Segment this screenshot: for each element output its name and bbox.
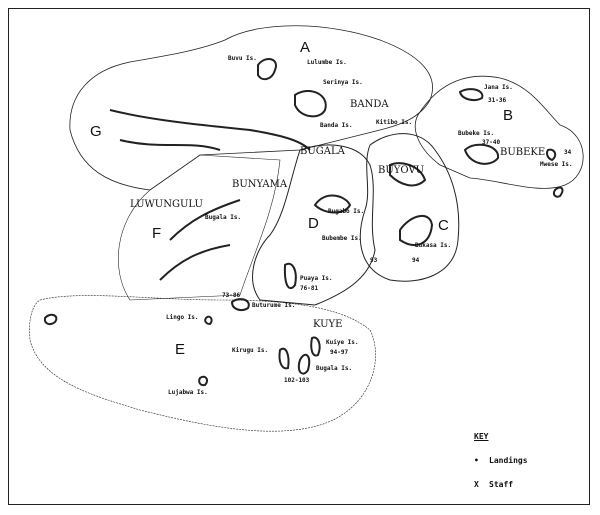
region-banda: BANDA xyxy=(350,99,389,110)
island-jana xyxy=(458,88,484,101)
zone-label-c: C xyxy=(438,217,449,234)
label-buturume: Buturume Is. xyxy=(252,302,296,309)
label-bubembe: Bubembe Is. xyxy=(322,235,362,242)
label-mwese: Mwese Is. xyxy=(540,161,573,168)
key-landing-symbol: • xyxy=(474,456,479,465)
map-border xyxy=(8,8,590,505)
island-lujabwa xyxy=(198,375,209,387)
label-bugala-e-range: 102-103 xyxy=(284,377,310,384)
label-bukasa-n2: 94 xyxy=(412,257,420,264)
key-staff-symbol: X xyxy=(474,480,479,489)
zone-c-boundary xyxy=(359,133,460,282)
island-buturume xyxy=(230,298,250,311)
label-lingo: Lingo Is. xyxy=(166,314,199,321)
island-bubeke xyxy=(463,143,500,165)
region-bunyama: BUNYAMA xyxy=(232,179,288,190)
zone-label-a: A xyxy=(300,39,311,56)
label-kuiye: Kuiye Is. xyxy=(326,339,359,346)
key-staff: Staff xyxy=(489,480,514,489)
region-bugala: BUGALA xyxy=(300,146,345,157)
island-west xyxy=(43,313,58,326)
island-bugala-e xyxy=(297,353,311,375)
island-outlines xyxy=(43,58,564,387)
label-bukasa: Bukasa Is. xyxy=(415,242,452,249)
zone-b-boundary xyxy=(414,75,584,189)
region-buyovu: BUYOVU xyxy=(378,165,425,176)
label-lujabwa: Lujabwa Is. xyxy=(168,389,208,396)
label-puaya-range: 76-81 xyxy=(300,285,319,292)
label-lulumbe: Lulumbe Is. xyxy=(307,59,347,66)
label-mwese-num: 34 xyxy=(564,149,572,156)
island-kuiye xyxy=(310,336,321,357)
island-lingo xyxy=(204,315,213,326)
label-bugabo: Bugabo Is. xyxy=(328,208,365,215)
label-bukasa-n1: 93 xyxy=(370,257,378,264)
label-bubeke: Bubeke Is. xyxy=(458,130,495,137)
island-serinya xyxy=(294,90,327,118)
label-bugala-e: Bugala Is. xyxy=(316,365,353,372)
label-kitibo: Kitibo Is. xyxy=(376,119,413,126)
island-puaya xyxy=(283,262,297,290)
zone-d-boundary xyxy=(252,144,376,306)
island-mwese xyxy=(546,148,557,162)
zone-label-f: F xyxy=(152,225,162,242)
region-bubeke: BUBEKE xyxy=(500,147,546,158)
island-bukasa xyxy=(399,215,434,246)
zone-label-b: B xyxy=(503,107,514,124)
label-bugala-is: Bugala Is. xyxy=(205,214,242,221)
island-east xyxy=(552,186,564,198)
key-title: KEY xyxy=(474,432,489,441)
label-jana-range: 31-36 xyxy=(488,97,507,104)
label-jana: Jana Is. xyxy=(484,84,513,91)
zone-label-e: E xyxy=(175,341,186,358)
zone-label-g: G xyxy=(90,123,102,140)
key-landings: Landings xyxy=(489,456,528,465)
label-buvu: Buvu Is. xyxy=(228,55,257,62)
zone-label-d: D xyxy=(308,215,319,232)
island-bugabo xyxy=(313,194,352,214)
region-kuye: KUYE xyxy=(313,319,343,330)
island-kirugu xyxy=(278,347,290,370)
island-bugala-main xyxy=(109,109,311,281)
label-puaya: Puaya Is. xyxy=(300,275,333,282)
island-buvu xyxy=(257,58,277,81)
label-bubeke-range: 37-40 xyxy=(482,139,501,146)
island-buyovu xyxy=(389,162,427,187)
label-kuiye-range: 94-97 xyxy=(330,349,349,356)
region-luwungulu: LUWUNGULU xyxy=(130,199,203,210)
label-buturume-range: 73-86 xyxy=(222,292,241,299)
label-banda-is: Banda Is. xyxy=(320,122,353,129)
zone-e-boundary xyxy=(29,295,376,432)
label-kirugu: Kirugu Is. xyxy=(232,347,269,354)
label-serinya: Serinya Is. xyxy=(323,79,363,86)
zone-f-boundary xyxy=(118,154,281,301)
